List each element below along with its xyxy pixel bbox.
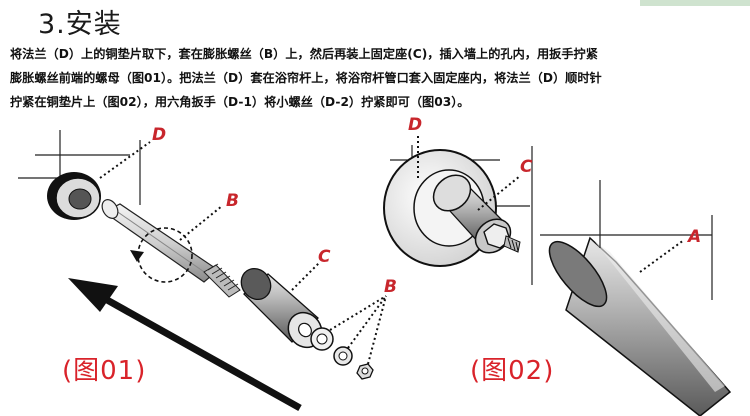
callout-leader: [367, 295, 387, 365]
figure-02: D C A: [383, 115, 732, 416]
section-heading: 3.安装: [38, 9, 122, 40]
figure-label-01: (图01): [62, 356, 147, 386]
brass-washer: [47, 172, 101, 220]
figure-label-02: (图02): [470, 356, 555, 386]
figure-01: D B C B: [18, 125, 397, 412]
callout-leader: [329, 295, 387, 331]
callout-B: B: [226, 191, 239, 211]
callout-leader: [639, 239, 685, 273]
callout-B-washers: B: [384, 277, 397, 297]
callout-leader: [347, 295, 387, 349]
callout-leader: [179, 205, 223, 241]
callout-C: C: [318, 247, 331, 267]
callout-D: D: [408, 115, 422, 135]
installation-instructions: 将法兰（D）上的铜垫片取下，套在膨胀螺丝（B）上，然后再装上固定座(C)，插入墙…: [10, 42, 746, 114]
washers-and-nut: [310, 327, 374, 380]
bolt-head: [483, 223, 521, 253]
curtain-rod: [548, 236, 732, 416]
callout-C: C: [520, 157, 533, 177]
instruction-line-3: 拧紧在铜垫片上（图02），用六角扳手（D-1）将小螺丝（D-2）拧紧即可（图03…: [10, 95, 470, 109]
rotation-arrow-head: [130, 250, 144, 262]
insertion-direction-arrow: [68, 278, 302, 412]
expansion-bolt: [101, 199, 241, 298]
instruction-line-2: 膨胀螺丝前端的螺母（图01）。把法兰（D）套在浴帘杆上，将浴帘杆管口套入固定座内…: [10, 71, 602, 85]
callout-leader: [99, 141, 151, 179]
callout-A: A: [686, 227, 701, 247]
callout-leader: [291, 261, 321, 291]
header-decoration: [640, 0, 750, 6]
callout-leader: [477, 175, 521, 211]
instruction-line-1: 将法兰（D）上的铜垫片取下，套在膨胀螺丝（B）上，然后再装上固定座(C)，插入墙…: [10, 47, 598, 61]
callout-D: D: [152, 125, 166, 145]
